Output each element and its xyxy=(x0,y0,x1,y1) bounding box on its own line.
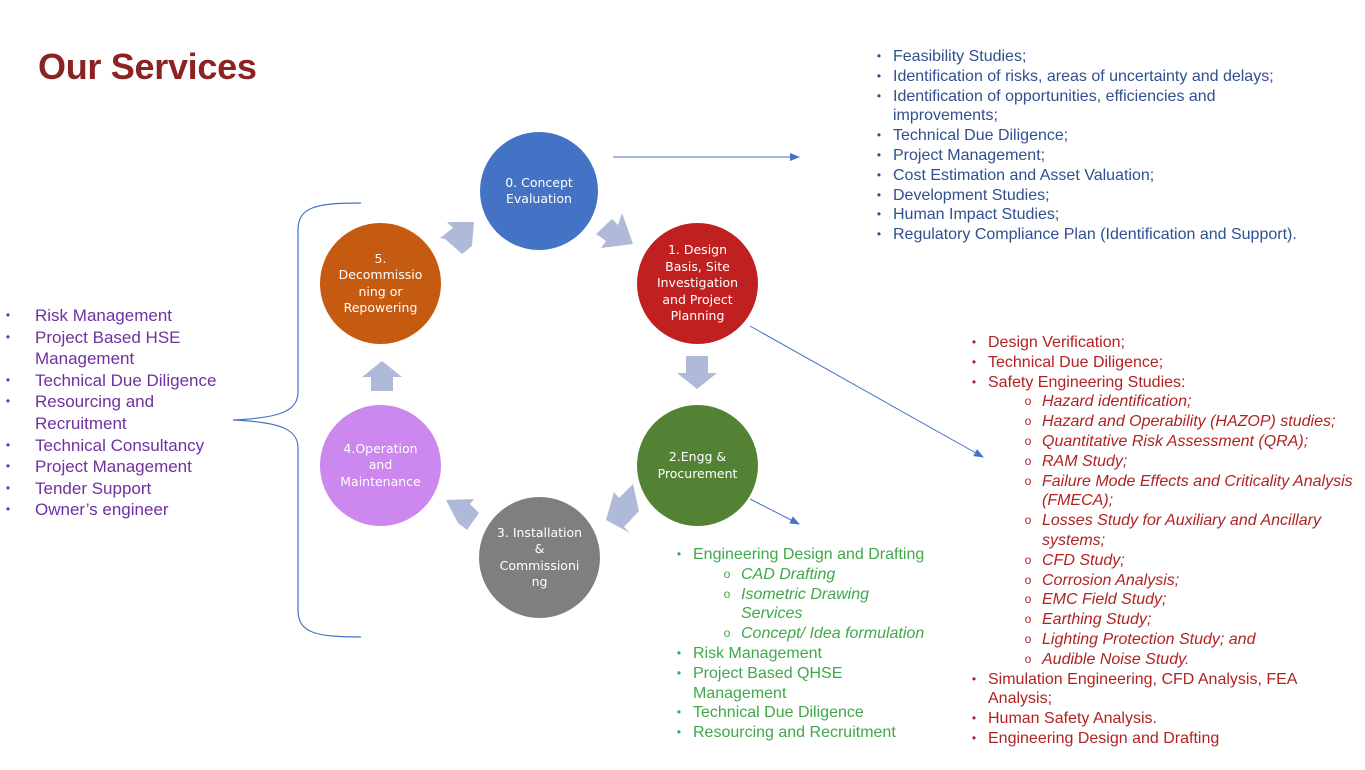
arrow-design-to-list xyxy=(749,325,984,458)
list-item: •Technical Due Diligence xyxy=(5,370,217,390)
list-item: •Project Based QHSE Management xyxy=(676,664,843,702)
list-item: •Risk Management xyxy=(5,306,173,325)
list-item: •Human Impact Studies; xyxy=(876,206,1060,224)
node-installation-label: 3. Installation & Commissioni ng xyxy=(496,524,583,590)
list-item: •Resourcing and Recruitment xyxy=(5,392,155,433)
chevron-installation-to-operation xyxy=(446,499,479,530)
list-item: •Design Verification; xyxy=(971,334,1125,351)
list-item: •Tender Support xyxy=(5,478,152,498)
list-item: •Technical Consultancy xyxy=(5,435,205,455)
node-concept: 0. Concept Evaluation xyxy=(480,132,598,250)
list-item: •Cost Estimation and Asset Valuation; xyxy=(876,166,1155,184)
general-services-list: •Risk Management •Project Based HSE Mana… xyxy=(5,305,245,521)
chevron-engg-to-installation xyxy=(606,484,639,533)
chevron-design-to-engg xyxy=(677,356,717,389)
list-item: •Simulation Engineering, CFD Analysis, F… xyxy=(971,670,1297,708)
chevron-concept-to-design xyxy=(596,213,633,248)
list-item: •Project Management xyxy=(5,457,192,477)
list-item: •Technical Due Diligence; xyxy=(876,127,1069,145)
node-design-label: 1. Design Basis, Site Investigation and … xyxy=(656,242,739,324)
node-operation-label: 4.Operation and Maintenance xyxy=(340,440,421,489)
list-item: •Project Management; xyxy=(876,146,1046,164)
page-title: Our Services xyxy=(38,46,257,87)
list-item: •Regulatory Compliance Plan (Identificat… xyxy=(876,226,1297,244)
list-item: •Development Studies; xyxy=(876,186,1050,204)
node-operation: 4.Operation and Maintenance xyxy=(320,405,441,526)
node-design: 1. Design Basis, Site Investigation and … xyxy=(637,223,758,344)
list-item: •Technical Due Diligence; xyxy=(971,353,1164,371)
chevron-decommissioning-to-concept xyxy=(440,222,474,254)
node-engg: 2.Engg & Procurement xyxy=(637,405,758,526)
concept-services-list: •Feasibility Studies; •Identification of… xyxy=(876,47,1313,245)
list-item: •Resourcing and Recruitment xyxy=(676,724,896,742)
design-services-list: •Design Verification; •Technical Due Dil… xyxy=(971,333,1365,749)
node-concept-label: 0. Concept Evaluation xyxy=(505,174,573,207)
list-item: •Identification of opportunities, effici… xyxy=(876,87,1216,125)
list-item: •Project Based HSE Management xyxy=(5,327,181,369)
list-item: •Identification of risks, areas of uncer… xyxy=(876,67,1274,85)
list-item: •Human Safety Analysis. xyxy=(971,710,1157,728)
node-engg-label: 2.Engg & Procurement xyxy=(657,449,738,481)
general-services-brace xyxy=(232,202,362,638)
list-item: •Risk Management xyxy=(676,644,822,662)
list-item: •Feasibility Studies; xyxy=(876,48,1027,65)
list-item: •Technical Due Diligence xyxy=(676,704,864,722)
list-item: •Engineering Design and Drafting xyxy=(971,729,1220,747)
node-installation: 3. Installation & Commissioni ng xyxy=(479,497,600,618)
chevron-operation-to-decommissioning xyxy=(362,361,402,391)
arrow-engg-to-list xyxy=(749,498,800,525)
node-decommissioning: 5. Decommissio ning or Repowering xyxy=(320,223,441,344)
list-item: •Owner’s engineer xyxy=(5,500,169,520)
node-decommissioning-label: 5. Decommissio ning or Repowering xyxy=(338,250,423,316)
